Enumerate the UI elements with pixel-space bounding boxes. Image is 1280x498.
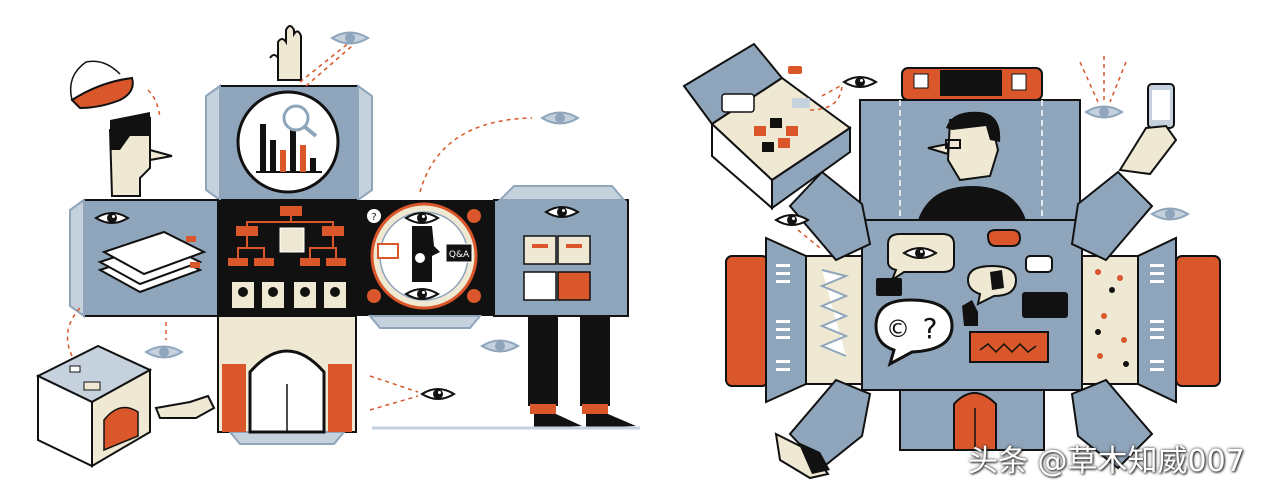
eye-icon — [541, 111, 579, 125]
eye-icon — [145, 345, 183, 359]
hand-icon — [154, 394, 216, 419]
eye-icon — [421, 388, 455, 400]
eye-icon — [775, 214, 809, 226]
person-portrait-icon — [918, 111, 1026, 220]
hand-icon — [774, 432, 830, 480]
eye-icon — [545, 206, 579, 218]
magnifier-icon — [282, 104, 318, 138]
bar-chart-icon — [256, 124, 322, 173]
eye-icon — [843, 76, 877, 88]
org-chart-icon — [228, 206, 346, 308]
eye-icon — [95, 212, 129, 224]
watermark-text: 头条 @草木知威007 — [968, 444, 1245, 479]
question-mark-icon: ? — [923, 312, 938, 345]
hand-icon — [269, 25, 302, 81]
face-profile-icon — [412, 226, 440, 282]
documents-icon — [97, 230, 207, 294]
legs-illustration — [372, 316, 640, 430]
eye-icon — [903, 247, 937, 259]
left-box-net: Q&A ? — [35, 25, 640, 468]
eye-icon — [1151, 207, 1189, 221]
smartphone-icon — [1147, 83, 1175, 129]
hand-icon — [1118, 124, 1178, 176]
head-illustration — [108, 112, 173, 197]
building-icon — [35, 344, 153, 468]
storage-boxes-icon — [523, 235, 591, 301]
copyright-icon: © — [886, 315, 910, 343]
eye-icon — [405, 212, 439, 224]
eye-icon — [1085, 105, 1123, 119]
question-mark-icon: ? — [371, 212, 376, 223]
eye-icon — [405, 288, 439, 300]
right-cross-net: © ? — [682, 42, 1221, 480]
mask-icon — [69, 60, 134, 110]
qa-label: Q&A — [449, 250, 470, 260]
eye-icon — [331, 31, 369, 45]
eye-icon — [481, 339, 519, 353]
